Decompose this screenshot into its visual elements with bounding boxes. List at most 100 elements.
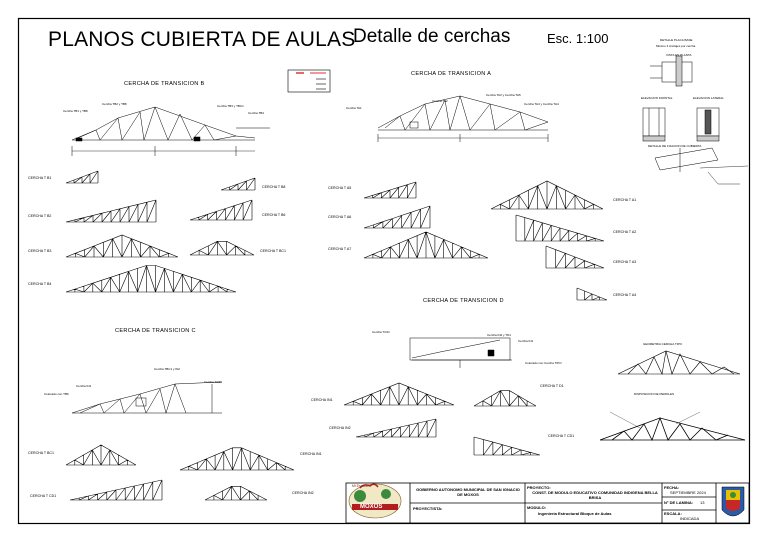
truss-label-tbc1b: CERCHA T BC1 (28, 451, 55, 455)
transicion-d-drawing (409, 337, 512, 368)
truss-in1b (179, 447, 295, 471)
callout-d-4: Colocado con Cercha TIPO (525, 361, 562, 365)
truss-in1 (343, 382, 455, 406)
coat-of-arms-logo (721, 486, 745, 517)
truss-label-tb4: CERCHA T B4 (28, 282, 52, 286)
date-value: SEPTIEMBRE 2024 (670, 490, 706, 495)
callout-c-2: Cercha TBC1 y IN2 (154, 367, 180, 371)
page-subtitle: Detalle de cerchas (353, 26, 511, 47)
callout-d-2: Cercha IN2 y TD1 (487, 333, 511, 337)
section-title-a: CERCHA DE TRANSICION A (411, 71, 492, 77)
transicion-a-drawing (377, 95, 549, 142)
truss-label-tb1: CERCHA T B1 (28, 176, 52, 180)
truss-label-ta2: CERCHA T A2 (613, 230, 637, 234)
truss-label-tb6: CERCHA T B6 (262, 213, 286, 217)
truss-tbc1b (65, 444, 137, 466)
truss-tcd1b (69, 479, 163, 501)
callout-b-2: Cercha TB2 y TB8 (102, 102, 127, 106)
scale-field-value: INDICADA (680, 516, 700, 521)
fijacion-label: DETALLE DE FIJACION DE CUBIERTA (648, 144, 702, 148)
truss-label-ta4: CERCHA T A4 (613, 293, 637, 297)
moxos-logo (348, 483, 402, 519)
titleblock-frame (345, 482, 750, 524)
truss-label-ta6: CERCHA T A6 (328, 215, 352, 219)
truss-label-ta5: CERCHA T A5 (328, 186, 352, 190)
callout-d-3: Cercha IN1 (518, 339, 534, 343)
transicion-b-drawing (71, 106, 270, 156)
placa-vista: VISTA EN PLANTA (666, 53, 692, 57)
truss-label-in2b: CERCHA IN2 (292, 491, 314, 495)
truss-label-td1: CERCHA T D1 (540, 384, 564, 388)
section-title-d: CERCHA DE TRANSICION D (423, 298, 504, 304)
truss-td1 (473, 390, 537, 407)
truss-tb8 (220, 177, 256, 191)
callout-a-3: Cercha TA3 y Cercha TA5 (486, 93, 521, 97)
projectist-label: PROYECTISTA: (413, 506, 443, 511)
callout-a-1: Cercha TA1 (346, 106, 362, 110)
module-name: Ingenieria Estructural Bloque de Aulas (538, 511, 612, 516)
section-title-c: CERCHA DE TRANSICION C (115, 328, 196, 334)
project-label: PROYECTO: (527, 485, 551, 490)
truss-label-in1: CERCHA IN1 (311, 398, 333, 402)
elevacion-frontal-label: ELEVACION FRONTAL (641, 96, 673, 100)
project-name: CONST. DE MODULO EDUCATIVO COMUNIDAD IND… (532, 490, 658, 500)
truss-in2b (204, 486, 268, 501)
truss-tb2 (65, 199, 157, 223)
page-title: PLANOS CUBIERTA DE AULAS (48, 28, 356, 51)
callout-b-1: Cercha TB1 y TB8 (63, 109, 88, 113)
truss-label-ta1: CERCHA T A1 (613, 198, 637, 202)
logo-top-text: Mi Escudo (352, 484, 369, 488)
truss-ta5 (363, 181, 417, 199)
perfiles-title: DISPOSICION DE PERFILES (634, 392, 675, 396)
truss-label-ta7: CERCHA T A7 (328, 247, 352, 251)
geometria-tipo-drawing (617, 350, 741, 375)
truss-label-tb3: CERCHA T B3 (28, 249, 52, 253)
date-label: FECHA: (664, 485, 680, 490)
truss-tb6 (189, 199, 253, 221)
truss-ta3 (545, 245, 605, 269)
logo-moxos-text: MOXOS (360, 504, 383, 510)
truss-label-tcd1: CERCHA T CD1 (548, 434, 575, 438)
callout-c-1: Cercha IN1 (76, 384, 92, 388)
section-title-b: CERCHA DE TRANSICION B (124, 81, 205, 87)
callout-d-1: Cercha TC01 (372, 330, 390, 334)
truss-tb1 (65, 170, 99, 184)
callout-a-4: Cercha TA4 y Cercha TA4 (524, 102, 559, 106)
legend-box (287, 69, 331, 93)
truss-tcd1 (473, 436, 541, 456)
truss-tb4 (65, 265, 237, 293)
base-plate-detail (642, 55, 749, 185)
truss-label-in1b: CERCHA IN1 (300, 452, 322, 456)
owner-name: GOBIERNO AUTONOMO MUNICIPAL DE SAN IGNAC… (416, 487, 520, 497)
truss-tb3 (65, 234, 179, 258)
transicion-c-drawing (71, 381, 223, 414)
sheet-border (17, 17, 751, 525)
callout-c-4: Colocado con TB6 (44, 392, 69, 396)
truss-label-tbc1: CERCHA T BC1 (260, 249, 287, 253)
truss-ta2 (515, 214, 605, 242)
truss-label-tb2: CERCHA T B2 (28, 214, 52, 218)
truss-in2 (355, 418, 437, 438)
scale-field-label: ESCALA: (664, 511, 682, 516)
truss-ta7 (363, 231, 489, 259)
callout-b-4: Cercha TB4 (248, 111, 264, 115)
callout-b-3: Cercha TB3 y TBC1 (217, 104, 244, 108)
truss-label-ta3: CERCHA T A3 (613, 260, 637, 264)
truss-label-tcd1b: CERCHA T CD1 (30, 494, 57, 498)
callout-c-3: Cercha TC01 (204, 380, 222, 384)
truss-ta4 (576, 287, 608, 301)
sheet-number: 13 (700, 500, 705, 505)
truss-ta1 (490, 180, 604, 210)
truss-tbc1 (189, 241, 255, 256)
module-label: MODULO: (527, 505, 547, 510)
truss-ta6 (363, 205, 431, 229)
placa-title: DETALLE PLACA BASE (660, 38, 693, 42)
perfiles-drawing (599, 411, 746, 442)
elevacion-lateral-label: ELEVACION LATERAL (693, 96, 724, 100)
truss-label-in2: CERCHA IN2 (329, 426, 351, 430)
callout-a-2: Cercha TA2 (432, 99, 448, 103)
truss-label-tb8: CERCHA T B8 (262, 185, 286, 189)
